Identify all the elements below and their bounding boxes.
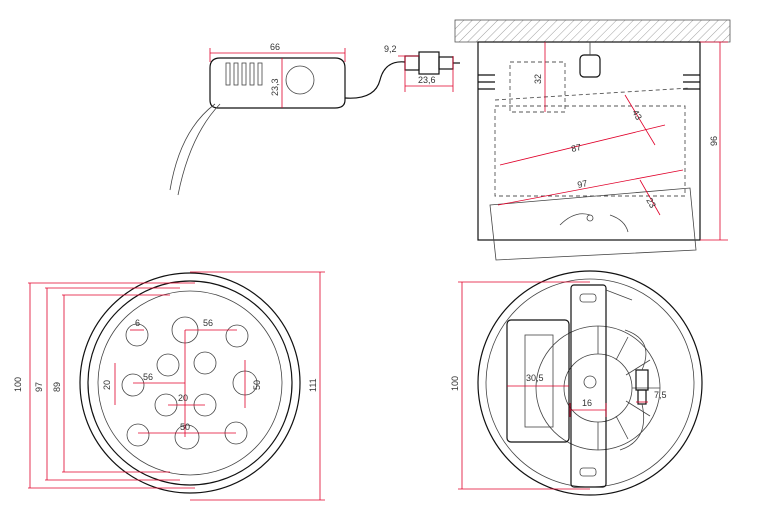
front-inner-height-label: 89	[52, 382, 62, 392]
driver-connector	[404, 51, 460, 75]
side-depth-label: 32	[533, 74, 543, 84]
side-height-label: 96	[709, 136, 719, 146]
side-diagonal-b-label: 97	[576, 178, 588, 190]
back-housing	[477, 270, 703, 496]
back-connector	[619, 329, 649, 451]
back-driver-box	[506, 319, 570, 443]
front-outer-height-label: 100	[13, 377, 23, 392]
back-mounting-bracket	[570, 284, 633, 488]
driver-height-label: 23,3	[270, 78, 280, 96]
side-tilt-a-label: 43	[630, 108, 644, 122]
front-outer-width-label: 111	[308, 378, 318, 392]
back-diameter-label: 100	[450, 376, 460, 391]
connector-length-label: 23,6	[418, 75, 436, 85]
front-dimensions	[28, 271, 325, 501]
front-pitch-center-label: 20	[178, 393, 188, 403]
side-tilt-b-label: 23	[644, 196, 658, 210]
front-pitch-mid-label: 56	[143, 372, 153, 382]
driver-dimensions	[209, 48, 454, 108]
front-led-size-label: 6	[135, 318, 140, 328]
driver-unit	[169, 57, 406, 196]
front-housing	[79, 272, 301, 494]
front-pitch-right-label: 50	[252, 380, 262, 390]
side-housing	[477, 41, 701, 261]
connector-gap-label: 9,2	[384, 44, 397, 54]
ceiling-section	[454, 19, 731, 43]
back-driver-width-label: 30,5	[526, 373, 544, 383]
side-dimensions	[497, 41, 728, 241]
back-dimensions	[458, 281, 648, 490]
back-screw-gap-label: 16	[582, 398, 592, 408]
driver-width-label: 66	[270, 42, 280, 52]
side-diagonal-a-label: 87	[570, 142, 582, 154]
back-connector-width-label: 7,5	[654, 390, 667, 400]
front-pitch-top-label: 56	[203, 318, 213, 328]
front-pitch-left-label: 20	[102, 380, 112, 390]
front-pitch-bottom-label: 50	[180, 422, 190, 432]
front-mid-height-label: 97	[34, 382, 44, 392]
